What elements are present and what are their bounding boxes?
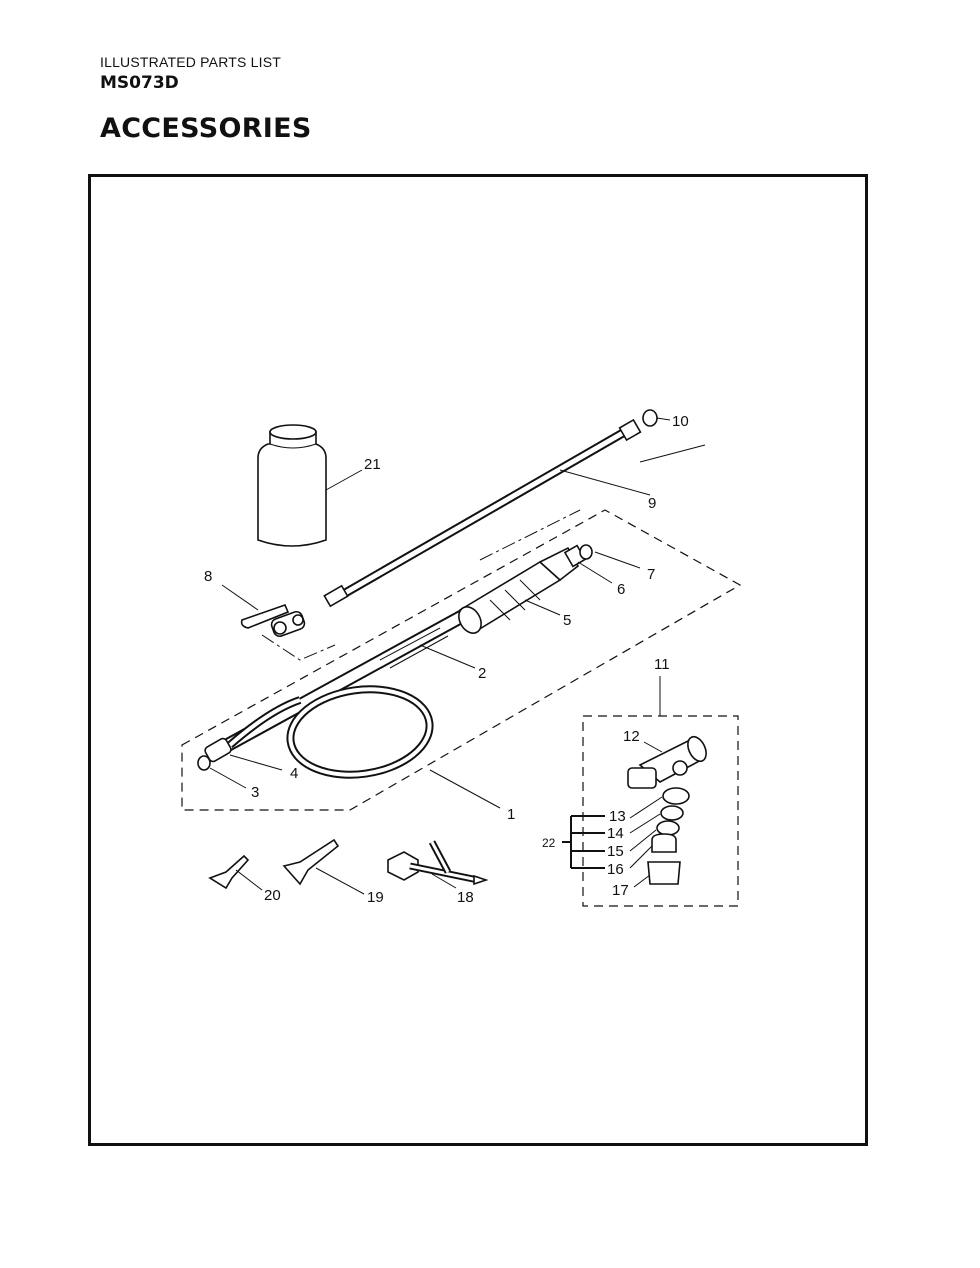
lance-group-outline: [181, 509, 742, 811]
bottle-part: [257, 424, 327, 547]
callout-8: 8: [204, 568, 212, 585]
callout-10: 10: [672, 413, 689, 430]
filter-screen-part: [662, 787, 690, 805]
callout-2: 2: [478, 665, 486, 682]
ball-valve-part: [240, 603, 306, 638]
callout-17: 17: [612, 882, 629, 899]
callout-19: 19: [367, 889, 384, 906]
callout-22: 22: [542, 836, 556, 850]
hex-key-small-part: [208, 854, 250, 890]
connector-part-4: [204, 737, 232, 763]
washer-part-3: [197, 755, 211, 771]
callout-13: 13: [609, 808, 626, 825]
callout-14: 14: [607, 825, 624, 842]
section-title: ACCESSORIES: [100, 113, 312, 144]
valve-group-outline: [261, 509, 581, 661]
callout-9: 9: [648, 495, 656, 512]
callout-7: 7: [647, 566, 655, 583]
callout-20: 20: [264, 887, 281, 904]
hose-part: [227, 685, 434, 779]
callout-12: 12: [623, 728, 640, 745]
lance-tube-part: [208, 605, 477, 759]
ring-part-15: [656, 820, 680, 836]
callout-1: 1: [507, 806, 515, 823]
washer-part-14: [660, 805, 684, 821]
callout-3: 3: [251, 784, 259, 801]
washer-part-10: [642, 409, 658, 427]
diagram-frame: [88, 174, 868, 1146]
document-type: ILLUSTRATED PARTS LIST: [100, 54, 281, 70]
hex-key-large-part: [282, 838, 340, 886]
wand-part: [323, 418, 642, 608]
callout-11: 11: [654, 656, 670, 673]
handle-grip-part: [458, 546, 580, 634]
callout-18: 18: [457, 889, 474, 906]
callout-4: 4: [290, 765, 298, 782]
callout-21: 21: [364, 456, 381, 473]
callout-16: 16: [607, 861, 624, 878]
washer-part-7: [579, 544, 593, 560]
nut-part-17: [647, 861, 681, 885]
callout-5: 5: [563, 612, 571, 629]
callout-15: 15: [607, 843, 624, 860]
callout-6: 6: [617, 581, 625, 598]
group-22-bracket: [562, 815, 605, 869]
adapter-part-16: [651, 833, 677, 853]
plug-wrench-part: [387, 840, 489, 886]
inlet-elbow-part: [627, 735, 707, 789]
model-number: MS073D: [100, 73, 179, 93]
